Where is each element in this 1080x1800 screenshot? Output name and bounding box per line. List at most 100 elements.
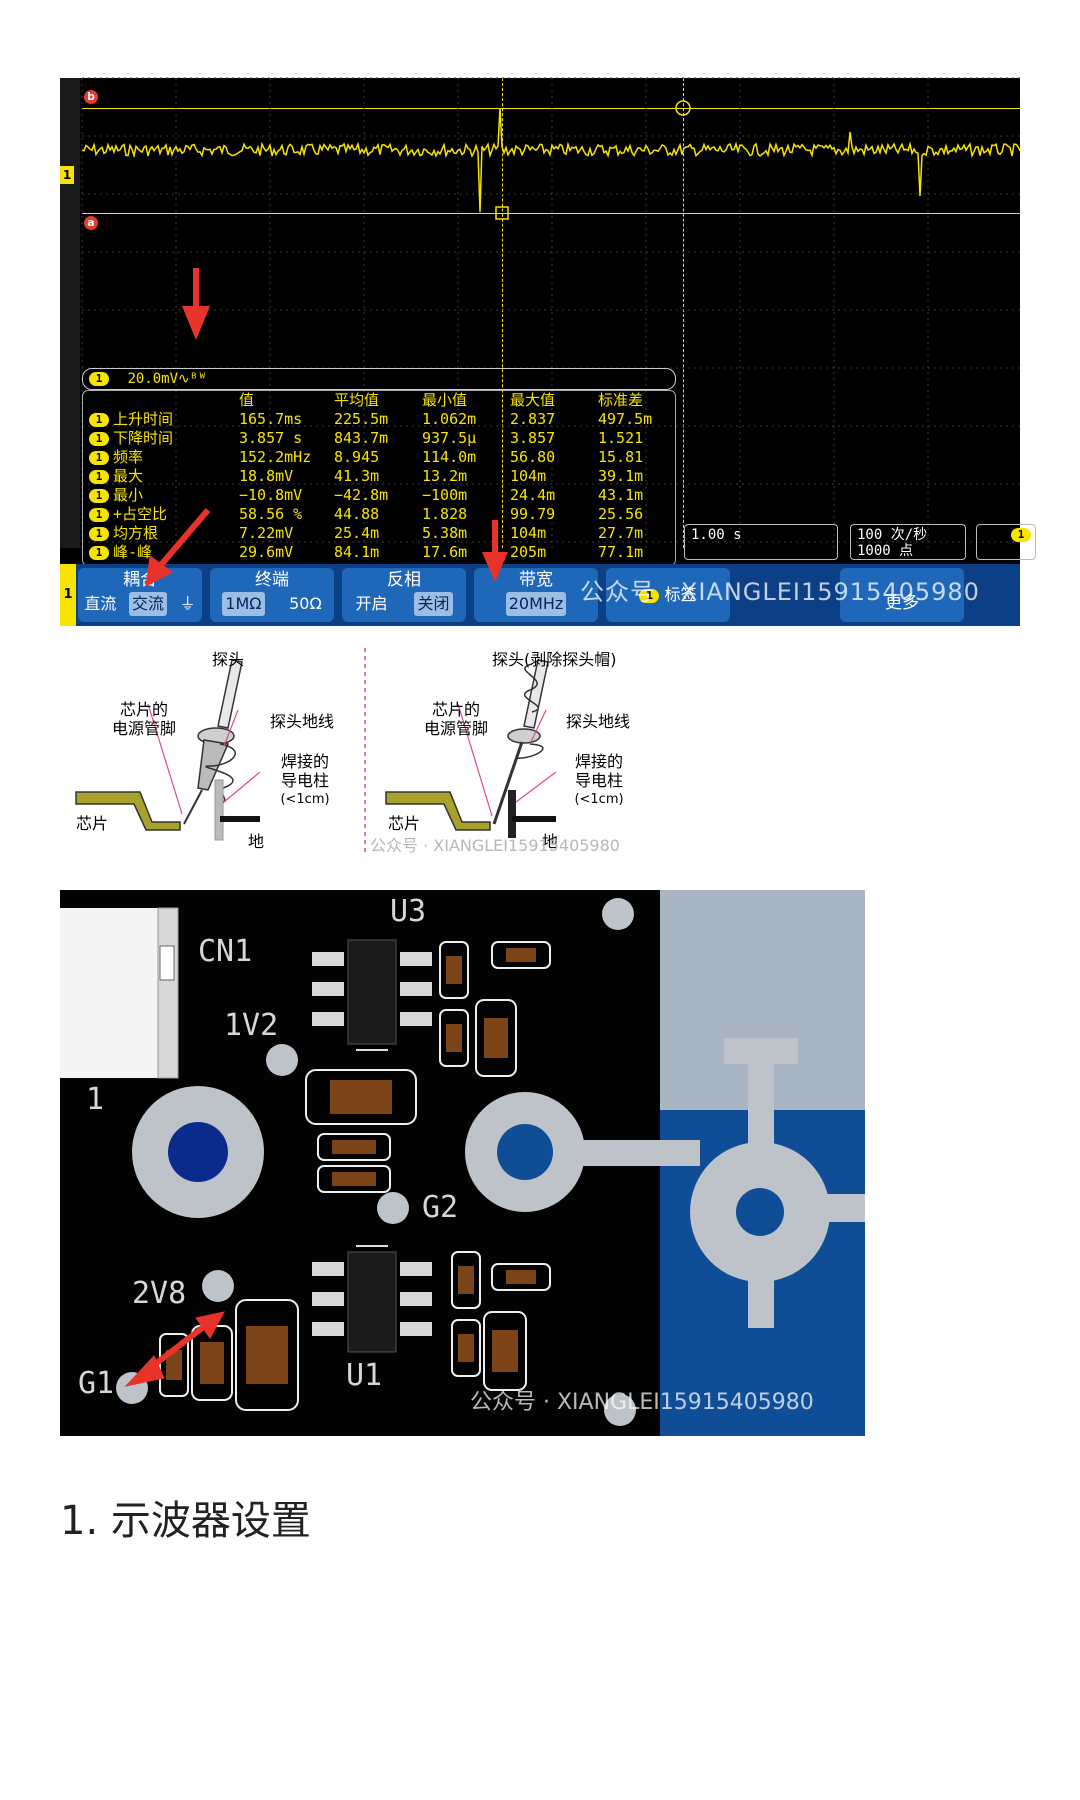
channel-1-marker[interactable]: 1 [60,166,74,184]
coupling-button[interactable]: 耦合 直流 交流 ⏚ [78,568,202,622]
chip-label: 芯片 [76,814,109,833]
measurement-cell: 1.828 [422,505,468,523]
measurement-cell: 25.4m [334,524,380,542]
invert-button[interactable]: 反相 开启 关闭 [342,568,466,622]
channel-badge: 1 [89,412,109,427]
measurement-cell: 18.8mV [239,467,294,485]
measurement-cell: 24.4m [510,486,556,504]
measurement-label: 下降时间 [113,429,174,447]
label-button[interactable]: 1 标签 [606,568,730,622]
channel-scale-label[interactable]: 1 20.0mV∿ᴮᵂ [82,368,676,390]
measurement-label: 峰-峰 [113,543,153,561]
measurement-cell: −42.8m [334,486,389,504]
scale-value: 20.0mV∿ᴮᵂ [127,371,207,387]
measurement-label: 最小 [113,486,144,504]
post-line: (<1cm) [574,792,624,807]
measurement-cell: 27.7m [598,524,644,542]
measurement-cell: −100m [422,486,468,504]
ground-label: 地 [248,832,265,851]
measurement-cell: 3.857 [510,429,556,447]
col-header: 平均值 [334,391,380,409]
menu-channel-tag: 1 [60,564,76,626]
channel-badge: 1 [89,469,109,484]
coupling-dc[interactable]: 直流 [84,594,117,613]
cursor-marker-a: a [84,216,98,230]
invert-off[interactable]: 关闭 [414,592,453,616]
red-arrow-icon [124,1311,225,1387]
vertical-menu-bar: 1 耦合 直流 交流 ⏚ 终端 1MΩ 50Ω 反相 开启 关闭 带宽 2 [60,564,1020,626]
cursor-vertical-b[interactable] [683,78,684,548]
measurement-cell: 56.80 [510,448,556,466]
right-channel-badge: 1 [1011,528,1031,542]
probe-label: 探头(剥除探头帽) [492,650,617,669]
chip-pin-label: 芯片的 电源管脚 [408,700,504,738]
post-label: 焊接的 导电柱 (<1cm) [270,752,340,809]
measurement-cell: 41.3m [334,467,380,485]
ground-icon[interactable]: ⏚ [179,594,196,613]
watermark: 公众号 · XIANGLEI15915405980 [470,1390,814,1415]
post-line: 导电柱 [280,771,329,790]
coupling-ac[interactable]: 交流 [128,592,167,616]
bandwidth-value: 20MHz [505,592,567,616]
channel-badge: 1 [89,450,109,465]
chip-pin-line: 芯片的 [119,700,168,719]
col-header: 最大值 [510,391,556,409]
measurement-cell: 5.38m [422,524,468,542]
measurement-cell: 1.062m [422,410,477,428]
measurement-label: 上升时间 [113,410,174,428]
silk-g1: G1 [78,1366,115,1401]
section-heading: 1. 示波器设置 [60,1498,311,1544]
measurement-cell: 39.1m [598,467,644,485]
measurement-cell: 43.1m [598,486,644,504]
measurement-cell: 843.7m [334,429,389,447]
measurement-cell: 937.5µ [422,429,477,447]
bandwidth-title: 带宽 [519,570,553,590]
silk-cn1: CN1 [198,934,253,969]
measurement-cell: 8.945 [334,448,380,466]
measurement-cell: 58.56 % [239,505,303,523]
timebase-box[interactable]: 1.00 s [684,524,838,560]
channel-badge: 1 [89,372,109,386]
right-channel-box[interactable]: 1 [976,524,1036,560]
silk-1v2: 1V2 [224,1008,279,1043]
cursor-line-b[interactable] [82,108,1020,109]
watermark: 公众号 · XIANGLEI15915405980 [580,578,980,606]
termination-50ohm[interactable]: 50Ω [289,594,322,613]
cursor-vertical-a[interactable] [502,78,503,548]
termination-button[interactable]: 终端 1MΩ 50Ω [210,568,334,622]
probe-drawing [75,648,557,855]
col-header: 标准差 [598,391,644,409]
invert-on[interactable]: 开启 [355,594,388,613]
measurement-cell: 44.88 [334,505,380,523]
cursor-line-a[interactable] [82,213,1020,214]
channel-badge: 1 [89,526,109,541]
cursor-b-crosshair [675,100,691,116]
acquisition-rate-box[interactable]: 100 次/秒 1000 点 [850,524,966,560]
more-button[interactable]: 更多 [840,568,964,622]
measurement-header: 值 平均值 最小值 最大值 标准差 [83,391,675,410]
measurement-cell: 25.56 [598,505,644,523]
pcb-drawing [60,890,865,1436]
more-text: 更多 [885,593,919,613]
silk-2v8: 2V8 [132,1276,187,1311]
termination-1mohm[interactable]: 1MΩ [222,592,265,616]
chip-label: 芯片 [388,814,421,833]
measurement-cell: 104m [510,467,547,485]
measurement-cell: 13.2m [422,467,468,485]
post-line: 焊接的 [280,752,329,771]
measurement-cell: 17.6m [422,543,468,561]
channel-badge: 1 [89,507,109,522]
label-badge: 1 [639,588,660,603]
bandwidth-button[interactable]: 带宽 20MHz [474,568,598,622]
measurement-cell: 205m [510,543,547,561]
measurement-cell: 152.2mHz [239,448,312,466]
